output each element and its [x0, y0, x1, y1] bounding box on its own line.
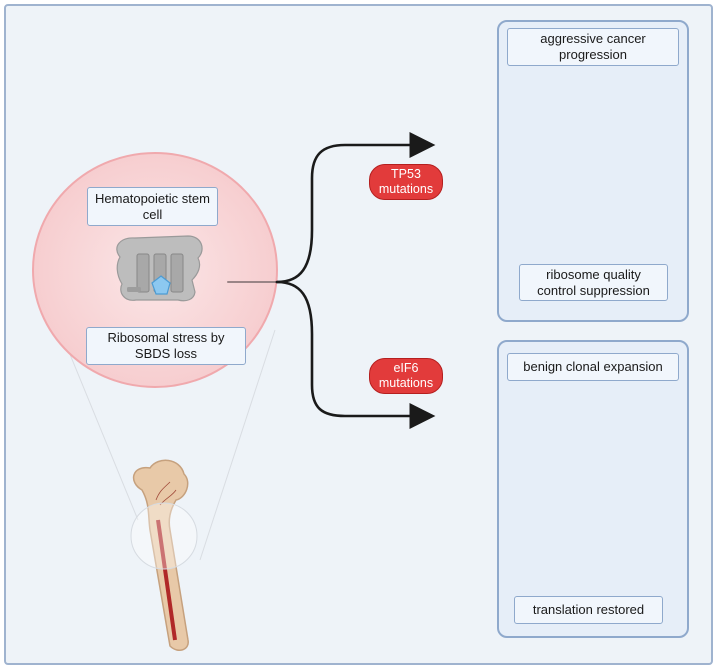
eif6-pill: eIF6 mutations — [369, 358, 443, 394]
outcome-bottom-title: benign clonal expansion — [507, 353, 679, 381]
outcome-top-title: aggressive cancer progression — [507, 28, 679, 66]
ribosome-icon — [116, 235, 203, 302]
bone-icon — [130, 459, 198, 651]
outcome-bottom-subtitle: translation restored — [514, 596, 663, 624]
outcome-bottom-panel — [497, 340, 689, 638]
stress-label: Ribosomal stress by SBDS loss — [86, 327, 246, 365]
outcome-top-subtitle: ribosome quality control suppression — [519, 264, 668, 301]
zoom-lines — [59, 329, 276, 561]
branch-arrows — [227, 132, 436, 429]
eif6-hexagon-icon — [151, 275, 171, 295]
tp53-pill: TP53 mutations — [369, 164, 443, 200]
stem-cell-label: Hematopoietic stem cell — [87, 187, 218, 226]
